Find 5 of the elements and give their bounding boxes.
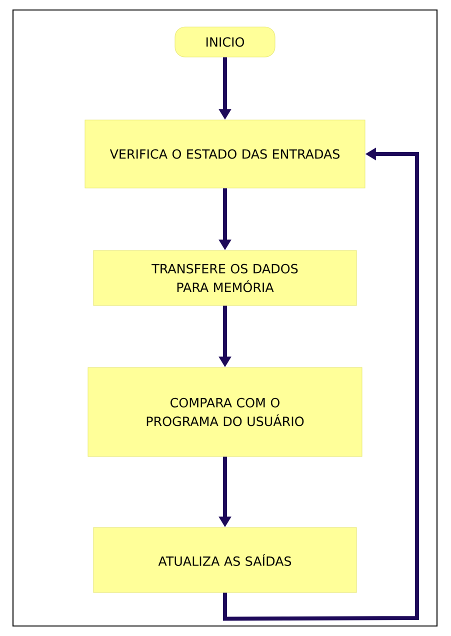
process-box: TRANSFERE OS DADOS PARA MEMÓRIA — [93, 250, 357, 306]
start-terminal: INICIO — [174, 26, 276, 58]
process-box: COMPARA COM O PROGRAMA DO USUÁRIO — [88, 367, 362, 457]
process-box: ATUALIZA AS SAÍDAS — [93, 527, 357, 593]
process-box: VERIFICA O ESTADO DAS ENTRADAS — [84, 120, 366, 188]
